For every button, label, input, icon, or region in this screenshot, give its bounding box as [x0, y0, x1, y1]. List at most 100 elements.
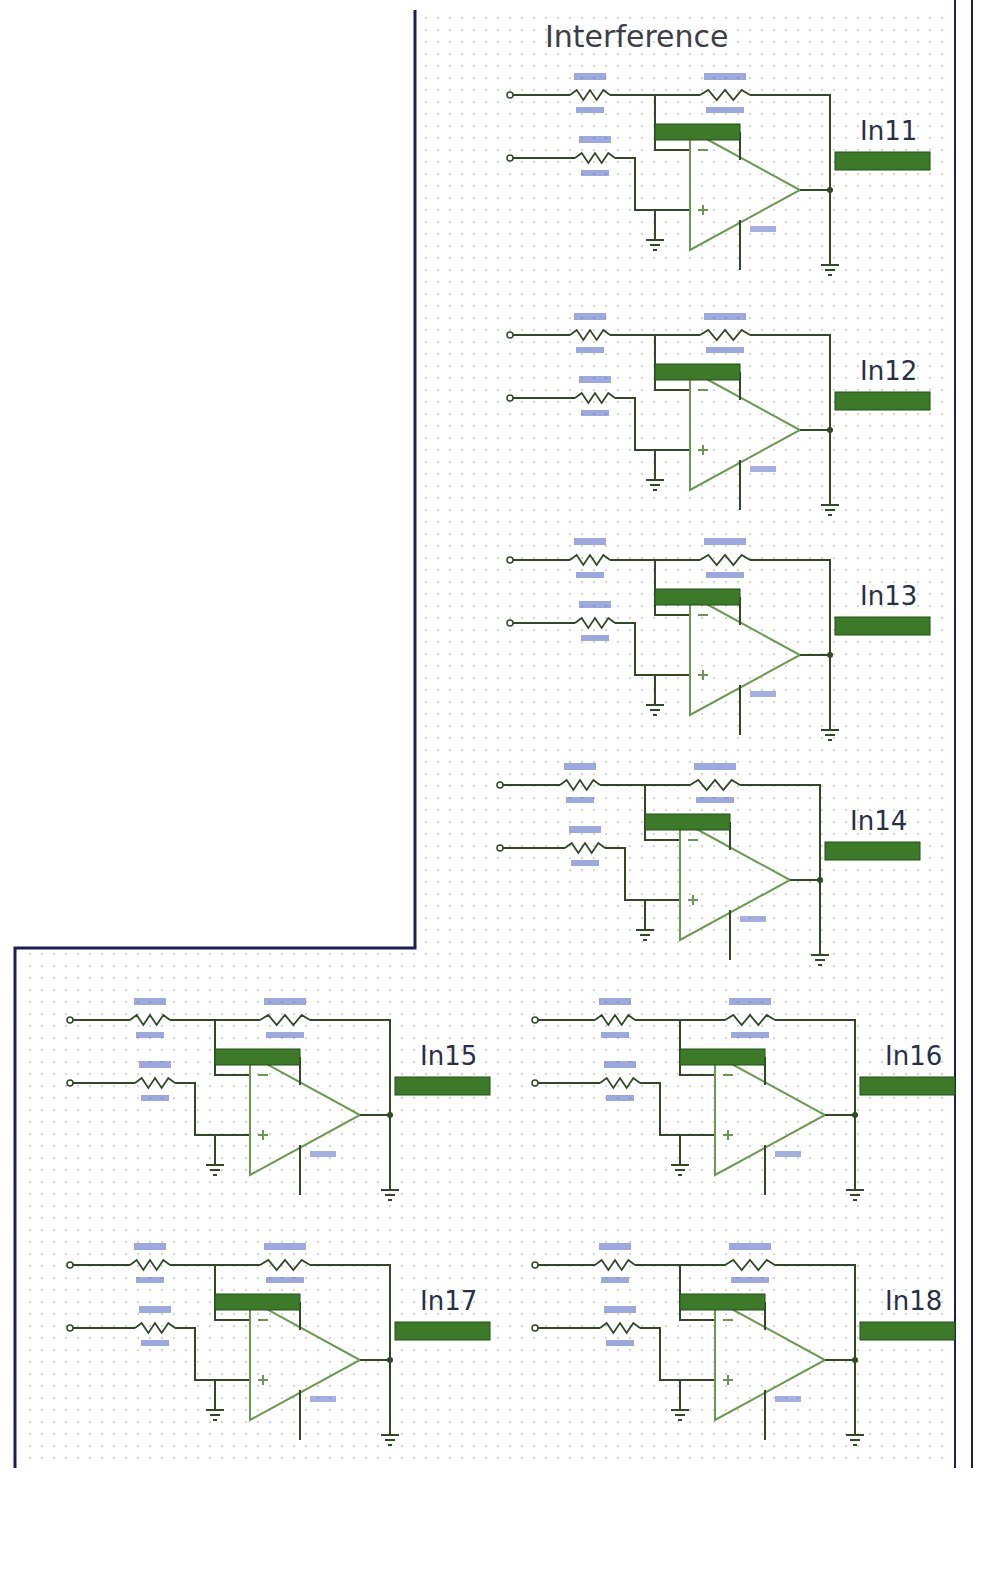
wire	[680, 1265, 715, 1320]
wire	[655, 95, 690, 150]
wire	[846, 1189, 864, 1191]
wire	[671, 1164, 689, 1166]
wire	[636, 929, 654, 931]
terminal	[507, 92, 513, 98]
wire	[853, 1199, 857, 1201]
wire	[800, 429, 830, 431]
junction-dot	[387, 1357, 393, 1363]
resistor-symbol	[690, 780, 740, 790]
probe-tag	[215, 1049, 300, 1065]
wire	[655, 560, 690, 615]
probe-tag	[395, 1322, 490, 1340]
wire	[750, 335, 830, 505]
wire	[206, 1164, 224, 1166]
sheet-title: Interference	[545, 22, 729, 52]
terminal	[507, 332, 513, 338]
wire	[679, 1380, 681, 1410]
part-ref-mark	[139, 1306, 171, 1313]
opamp-symbol	[250, 1055, 360, 1175]
resistor-symbol	[725, 1260, 775, 1270]
part-ref-mark	[139, 1061, 171, 1068]
junction-dot	[827, 187, 833, 193]
opamp-stage	[507, 313, 930, 515]
wire	[513, 622, 575, 624]
wire	[210, 1169, 220, 1171]
part-ref-mark	[604, 1306, 636, 1313]
junction-dot	[852, 1112, 858, 1118]
wire	[825, 1114, 855, 1116]
resistor-symbol	[570, 555, 610, 565]
wire	[73, 1264, 130, 1266]
circuit-label: In17	[420, 1288, 477, 1314]
wire	[739, 220, 741, 270]
probe-tag	[680, 1049, 765, 1065]
wire	[825, 509, 835, 511]
wire	[538, 1327, 600, 1329]
circuit-label: In13	[860, 583, 917, 609]
probe-tag	[825, 842, 920, 860]
part-value-mark	[696, 797, 734, 803]
part-value-mark	[581, 170, 609, 176]
wire	[702, 205, 704, 215]
wire	[640, 1083, 715, 1135]
wire	[825, 1359, 855, 1361]
part-value-mark	[266, 1032, 304, 1038]
part-ref-mark	[579, 376, 611, 383]
circuit-label: In15	[420, 1043, 477, 1069]
sheet-border	[954, 0, 956, 1468]
resistor-symbol	[570, 90, 610, 100]
part-value-mark	[141, 1340, 169, 1346]
junction-dot	[827, 427, 833, 433]
wire	[213, 1419, 217, 1421]
wire	[214, 1135, 216, 1165]
terminal	[532, 1017, 538, 1023]
wire	[513, 94, 570, 96]
part-value-mark	[601, 1032, 629, 1038]
wire	[750, 560, 830, 730]
resistor-symbol	[570, 330, 610, 340]
probe-tag	[645, 814, 730, 830]
terminal	[507, 395, 513, 401]
wire	[800, 189, 830, 191]
wire	[262, 1375, 264, 1385]
part-ref-mark	[775, 1396, 801, 1402]
resistor-symbol	[600, 1078, 640, 1088]
wire	[513, 559, 570, 561]
wire	[73, 1019, 130, 1021]
opamp-symbol	[690, 595, 800, 715]
part-value-mark	[601, 1277, 629, 1283]
part-value-mark	[581, 635, 609, 641]
wire	[646, 479, 664, 481]
wire	[739, 685, 741, 735]
terminal	[497, 782, 503, 788]
wire	[615, 158, 690, 210]
terminal	[507, 620, 513, 626]
wire	[650, 484, 660, 486]
wire	[675, 1414, 685, 1416]
wire	[73, 1082, 135, 1084]
wire	[206, 1409, 224, 1411]
part-ref-mark	[750, 466, 776, 472]
part-value-mark	[576, 107, 604, 113]
opamp-stage	[532, 998, 955, 1200]
probe-tag	[655, 589, 740, 605]
wire	[675, 1169, 685, 1171]
wire	[698, 389, 708, 391]
wire	[654, 210, 656, 240]
opamp-symbol	[690, 130, 800, 250]
opamp-symbol	[680, 820, 790, 940]
wire	[538, 1264, 595, 1266]
wire	[360, 1114, 390, 1116]
resistor-symbol	[130, 1260, 170, 1270]
wire	[828, 739, 832, 741]
probe-tag	[835, 617, 930, 635]
sheet-border	[15, 10, 415, 1468]
junction-dot	[827, 652, 833, 658]
wire	[360, 1359, 390, 1361]
part-ref-mark	[704, 73, 746, 80]
part-value-mark	[136, 1277, 164, 1283]
wire	[513, 334, 570, 336]
wire	[825, 734, 835, 736]
circuit-label: In16	[885, 1043, 942, 1069]
resistor-symbol	[700, 330, 750, 340]
